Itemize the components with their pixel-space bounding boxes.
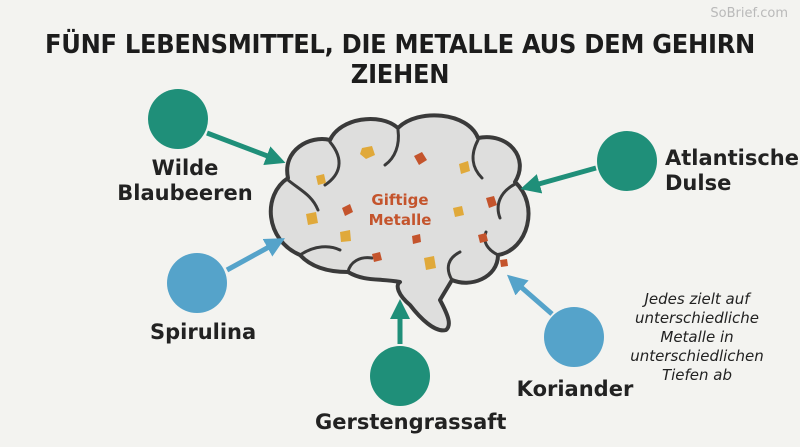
brain-label-line2: Metalle [368,211,432,229]
blueberries-label: Wilde Blaubeeren [110,156,260,206]
metal-particle [306,212,318,225]
metal-particle [478,233,488,243]
metal-particle [412,234,421,244]
note-line3: Metalle in [660,328,734,346]
brain-fold [496,182,517,220]
brain-label-line1: Giftige [371,191,429,209]
brain-fold [346,256,374,274]
barley-label: Gerstengrassaft [315,410,507,434]
dulse-label: Atlantische Dulse [665,146,799,196]
dulse-label-line2: Dulse [665,171,732,195]
blueberries-label-line1: Wilde [151,156,219,180]
barley-node [370,346,430,406]
metal-particle [414,152,427,165]
metal-particle [500,259,508,267]
metal-particles [306,146,508,270]
note-line5: Tiefen ab [661,366,733,384]
spirulina-arrow [225,238,286,273]
metal-particle [424,256,436,270]
page-title: FÜNF LEBENSMITTEL, DIE METALLE AUS DEM G… [44,30,756,90]
watermark: SoBrief.com [710,6,788,21]
coriander-label: Koriander [516,377,634,401]
brain-fold [383,128,400,167]
note-text: Jedes zielt auf unterschiedliche Metalle… [612,290,782,385]
metal-particle [453,206,464,217]
note-line2: unterschiedliche [634,309,760,327]
dulse-arrow [520,165,597,194]
metal-particle [459,161,470,174]
metal-particle [342,204,353,216]
brain-fold [446,250,462,282]
brain-fold [323,140,341,187]
dulse-node [597,131,657,191]
brain-fold [286,178,320,212]
metal-particle [316,174,326,185]
note-line4: unterschiedlichen [630,347,764,365]
note-line1: Jedes zielt auf [644,290,750,308]
spirulina-node [167,253,227,313]
dulse-label-line1: Atlantische [665,146,799,170]
coriander-node [544,307,604,367]
blueberries-node [148,89,208,149]
blueberries-arrow [206,130,286,166]
brain-fold [471,138,484,180]
brain-fold [298,245,342,257]
brain-illustration [268,113,531,333]
spirulina-label: Spirulina [150,320,257,344]
brain-label: Giftige Metalle [340,190,460,230]
metal-particle [340,230,351,242]
metal-particle [360,146,375,159]
metal-particle [486,196,497,208]
blueberries-label-line2: Blaubeeren [117,181,253,205]
coriander-arrow [506,274,554,316]
metal-particle [372,252,382,262]
